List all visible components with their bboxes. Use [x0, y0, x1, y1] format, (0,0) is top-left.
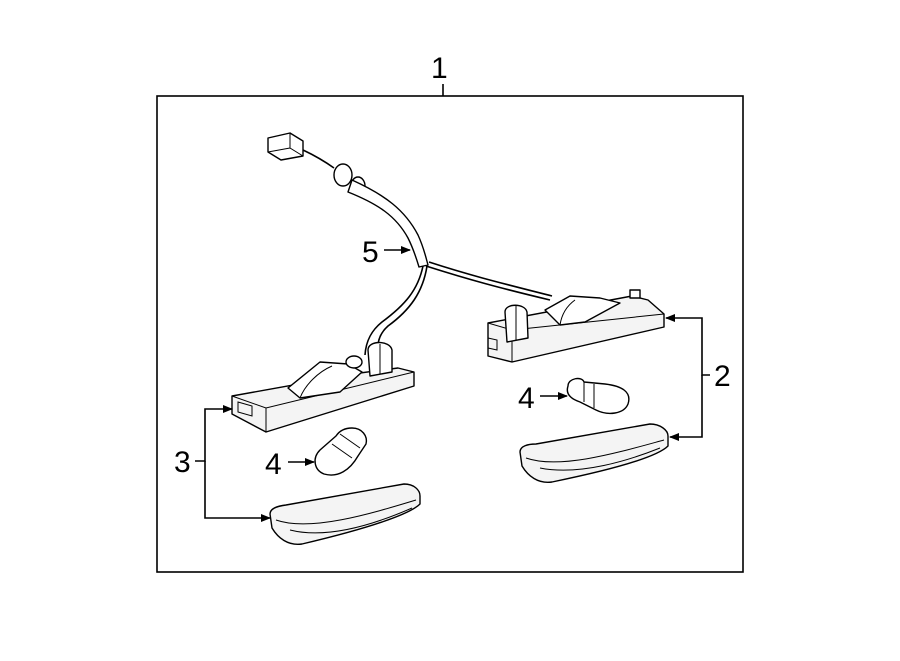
callout-4-right-label: 4	[518, 382, 535, 415]
wiring-harness	[267, 132, 553, 356]
callout-5-label: 5	[362, 236, 379, 269]
callout-2-bracket	[665, 314, 710, 376]
left-lamp-housing	[231, 341, 415, 433]
bulb-right	[566, 377, 630, 415]
assembly-frame	[156, 95, 744, 573]
callout-1-label: 1	[431, 52, 448, 85]
left-lamp-lens	[269, 483, 421, 545]
harness-grommet	[333, 163, 353, 187]
right-lamp-housing	[487, 289, 665, 363]
callout-2-label: 2	[714, 360, 731, 393]
bulb-left	[314, 427, 368, 476]
callout-3-label: 3	[174, 446, 191, 479]
right-lamp-lens	[519, 423, 669, 483]
harness-connector	[267, 132, 304, 161]
callout-4-left-label: 4	[265, 448, 282, 481]
callout-3-bracket	[195, 405, 233, 462]
